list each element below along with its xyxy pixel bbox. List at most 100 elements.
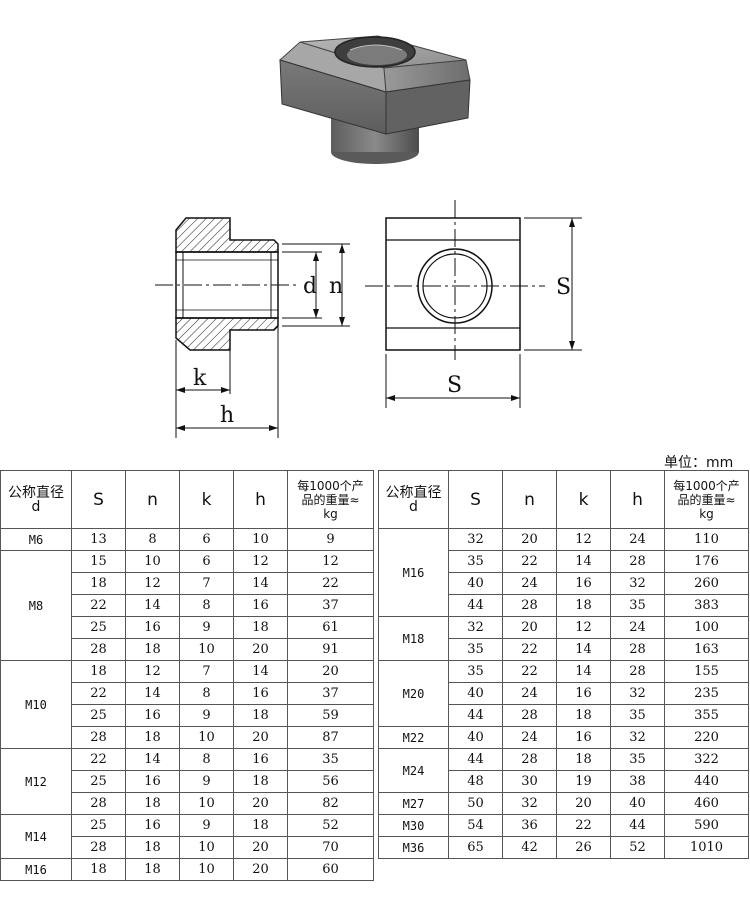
cell-s: 22 bbox=[71, 748, 126, 771]
nominal-size-cell: M14 bbox=[0, 814, 72, 859]
cell-n: 18 bbox=[125, 638, 180, 661]
cell-h: 32 bbox=[610, 726, 665, 749]
cell-n: 18 bbox=[125, 858, 180, 881]
cell-weight: 220 bbox=[664, 726, 749, 749]
cell-weight: 56 bbox=[287, 770, 374, 793]
cell-weight: 235 bbox=[664, 682, 749, 705]
header-n: n bbox=[502, 470, 557, 529]
cell-k: 16 bbox=[556, 572, 611, 595]
cell-h: 20 bbox=[233, 638, 288, 661]
cell-s: 28 bbox=[71, 726, 126, 749]
cell-weight: 37 bbox=[287, 594, 374, 617]
cell-s: 40 bbox=[448, 572, 503, 595]
cell-n: 16 bbox=[125, 770, 180, 793]
cell-h: 14 bbox=[233, 660, 288, 683]
cell-n: 22 bbox=[502, 638, 557, 661]
cell-h: 16 bbox=[233, 748, 288, 771]
cell-s: 25 bbox=[71, 770, 126, 793]
cell-h: 32 bbox=[610, 572, 665, 595]
cell-s: 28 bbox=[71, 836, 126, 859]
nominal-size-cell: M30 bbox=[378, 814, 449, 837]
cell-n: 10 bbox=[125, 550, 180, 573]
cell-weight: 260 bbox=[664, 572, 749, 595]
cell-weight: 100 bbox=[664, 616, 749, 639]
dim-label-n: n bbox=[329, 274, 343, 299]
cell-k: 16 bbox=[556, 726, 611, 749]
cell-weight: 322 bbox=[664, 748, 749, 771]
cell-n: 16 bbox=[125, 814, 180, 837]
header-n: n bbox=[125, 470, 180, 529]
cell-k: 7 bbox=[179, 572, 234, 595]
cell-k: 9 bbox=[179, 704, 234, 727]
cell-h: 28 bbox=[610, 638, 665, 661]
cell-h: 12 bbox=[233, 550, 288, 573]
header-nominal-diameter: 公称直径 d bbox=[378, 470, 449, 529]
cell-k: 16 bbox=[556, 682, 611, 705]
cell-h: 16 bbox=[233, 594, 288, 617]
cell-weight: 590 bbox=[664, 814, 749, 837]
header-s: S bbox=[71, 470, 126, 529]
cell-h: 44 bbox=[610, 814, 665, 837]
cell-h: 52 bbox=[610, 836, 665, 859]
nominal-size-cell: M18 bbox=[378, 616, 449, 661]
cell-n: 22 bbox=[502, 660, 557, 683]
cell-n: 14 bbox=[125, 594, 180, 617]
cell-weight: 383 bbox=[664, 594, 749, 617]
cell-h: 18 bbox=[233, 704, 288, 727]
dim-label-d: d bbox=[303, 274, 317, 299]
cell-k: 14 bbox=[556, 660, 611, 683]
cell-k: 20 bbox=[556, 792, 611, 815]
cell-s: 65 bbox=[448, 836, 503, 859]
cell-n: 42 bbox=[502, 836, 557, 859]
cell-s: 40 bbox=[448, 726, 503, 749]
cell-h: 24 bbox=[610, 528, 665, 551]
cell-n: 22 bbox=[502, 550, 557, 573]
cell-h: 20 bbox=[233, 836, 288, 859]
cell-h: 38 bbox=[610, 770, 665, 793]
cell-s: 18 bbox=[71, 660, 126, 683]
cell-weight: 82 bbox=[287, 792, 374, 815]
cell-h: 32 bbox=[610, 682, 665, 705]
cell-h: 20 bbox=[233, 726, 288, 749]
header-weight: 每1000个产 品的重量≈ kg bbox=[664, 470, 749, 529]
cell-n: 12 bbox=[125, 572, 180, 595]
cell-s: 48 bbox=[448, 770, 503, 793]
cell-weight: 1010 bbox=[664, 836, 749, 859]
cell-s: 35 bbox=[448, 550, 503, 573]
cell-s: 25 bbox=[71, 616, 126, 639]
nominal-size-cell: M16 bbox=[0, 858, 72, 881]
nominal-size-cell: M10 bbox=[0, 660, 72, 749]
nominal-size-cell: M22 bbox=[378, 726, 449, 749]
cell-weight: 87 bbox=[287, 726, 374, 749]
cell-s: 25 bbox=[71, 704, 126, 727]
cell-h: 28 bbox=[610, 660, 665, 683]
cell-s: 22 bbox=[71, 682, 126, 705]
cell-n: 24 bbox=[502, 572, 557, 595]
cell-k: 8 bbox=[179, 594, 234, 617]
cell-weight: 460 bbox=[664, 792, 749, 815]
cell-k: 6 bbox=[179, 550, 234, 573]
cell-s: 35 bbox=[448, 660, 503, 683]
cell-s: 28 bbox=[71, 638, 126, 661]
cell-s: 22 bbox=[71, 594, 126, 617]
cell-weight: 35 bbox=[287, 748, 374, 771]
nominal-size-cell: M8 bbox=[0, 550, 72, 661]
cell-n: 32 bbox=[502, 792, 557, 815]
cell-s: 13 bbox=[71, 528, 126, 551]
cell-s: 35 bbox=[448, 638, 503, 661]
cell-weight: 163 bbox=[664, 638, 749, 661]
dim-label-s-right: S bbox=[556, 275, 571, 300]
